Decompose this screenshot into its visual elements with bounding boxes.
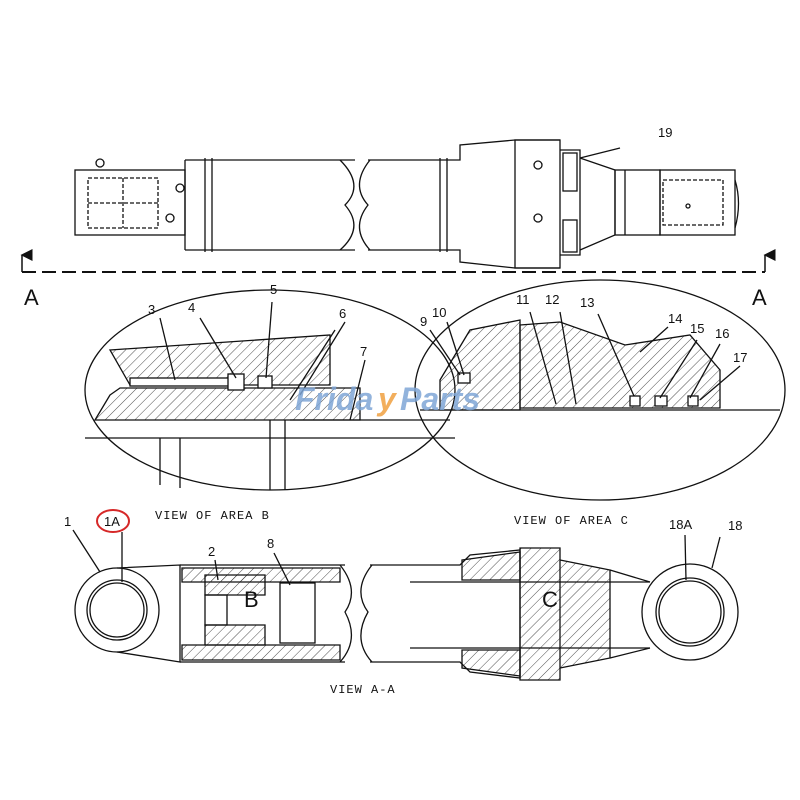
callout-3: 3	[148, 302, 155, 317]
callout-12: 12	[545, 292, 559, 307]
svg-text:Parts: Parts	[400, 381, 480, 417]
callout-8: 8	[267, 536, 274, 551]
callout-14: 14	[668, 311, 682, 326]
callout-11: 11	[516, 292, 530, 307]
callout-17: 17	[733, 350, 747, 365]
top-view	[74, 139, 740, 269]
area-letter-b: B	[244, 587, 259, 612]
callout-15: 15	[690, 321, 704, 336]
caption-view-a-a: VIEW A-A	[330, 683, 396, 697]
section-mark-left: A	[24, 285, 39, 310]
callout-2: 2	[208, 544, 215, 559]
callout-13: 13	[580, 295, 594, 310]
callout-9: 9	[420, 314, 427, 329]
callout-1a-highlight	[96, 509, 130, 533]
callout-6: 6	[339, 306, 346, 321]
callout-7: 7	[360, 344, 367, 359]
section-view-a-a	[72, 529, 739, 681]
area-letter-c: C	[542, 587, 558, 612]
svg-text:Frida: Frida	[295, 381, 373, 417]
section-mark-right: A	[752, 285, 767, 310]
detail-view-area-c	[414, 279, 786, 501]
callout-10: 10	[432, 305, 446, 320]
callout-4: 4	[188, 300, 195, 315]
callout-1: 1	[64, 514, 71, 529]
callout-16: 16	[715, 326, 729, 341]
callout-19: 19	[658, 125, 672, 140]
callout-18a: 18A	[669, 517, 692, 532]
callout-1a: 1A	[104, 514, 120, 529]
fridayparts-watermark: Frida y Parts	[295, 381, 480, 417]
callout-5: 5	[270, 282, 277, 297]
caption-view-of-area-b: VIEW OF AREA B	[155, 509, 270, 523]
section-line-a-a	[20, 249, 776, 273]
caption-view-of-area-c: VIEW OF AREA C	[514, 514, 629, 528]
detail-view-area-b	[84, 289, 456, 491]
callout-18: 18	[728, 518, 742, 533]
svg-text:y: y	[376, 381, 398, 417]
